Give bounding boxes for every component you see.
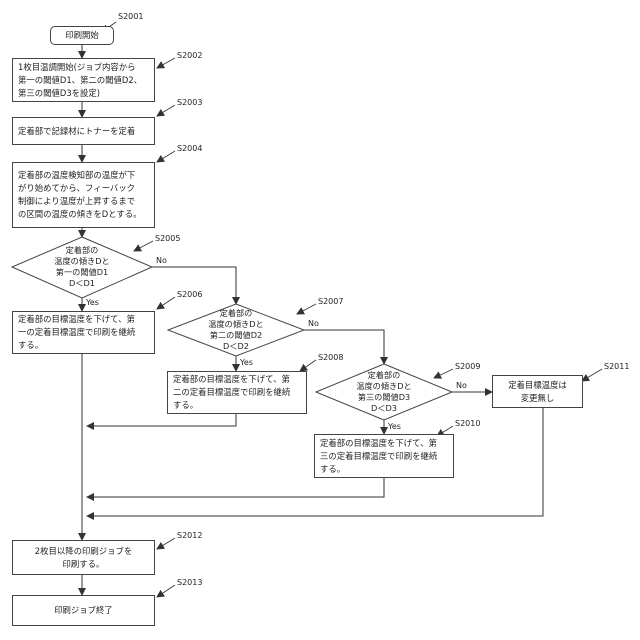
process-s2011-text: 定着目標温度は 変更無し xyxy=(508,379,567,405)
leader-s2008 xyxy=(300,360,316,371)
leader-s2003 xyxy=(157,105,175,116)
process-s2004-text: 定着部の温度検知部の温度が下 がり始めてから、フィーバック 制御により温度が上昇… xyxy=(18,169,141,221)
leader-s2012 xyxy=(157,538,175,549)
step-id-s2010: S2010 xyxy=(455,419,480,428)
process-s2012-text: 2枚目以降の印刷ジョブを 印刷する。 xyxy=(35,545,132,571)
step-id-s2005: S2005 xyxy=(155,234,180,243)
leader-s2009 xyxy=(434,369,453,378)
step-id-s2001: S2001 xyxy=(118,12,143,21)
process-s2012: 2枚目以降の印刷ジョブを 印刷する。 xyxy=(12,540,155,575)
step-id-s2003: S2003 xyxy=(177,98,202,107)
process-s2004: 定着部の温度検知部の温度が下 がり始めてから、フィーバック 制御により温度が上昇… xyxy=(12,162,155,228)
leader-s2013 xyxy=(157,585,175,597)
step-id-s2008: S2008 xyxy=(318,353,343,362)
process-s2008: 定着部の目標温度を下げて、第 二の定着目標温度で印刷を継続 する。 xyxy=(167,371,307,414)
process-s2011: 定着目標温度は 変更無し xyxy=(492,375,583,408)
leader-s2011 xyxy=(582,369,602,381)
step-id-s2002: S2002 xyxy=(177,51,202,60)
connector-s2010-return xyxy=(87,478,384,497)
step-id-s2013: S2013 xyxy=(177,578,202,587)
s2007-yes-label: Yes xyxy=(240,358,253,367)
leader-s2005 xyxy=(134,241,153,251)
step-id-s2006: S2006 xyxy=(177,290,202,299)
decision-s2005-text: 定着部の 温度の傾きDと 第一の閾値D1 D＜D1 xyxy=(32,245,132,289)
connector-s2007-no xyxy=(304,330,384,364)
process-s2002: 1枚目温調開始(ジョブ内容から 第一の閾値D1、第二の閾値D2、 第三の閾値D3… xyxy=(12,58,155,102)
process-s2006: 定着部の目標温度を下げて、第 一の定着目標温度で印刷を継続 する。 xyxy=(12,311,155,354)
leader-s2004 xyxy=(157,151,175,162)
decision-s2009-text: 定着部の 温度の傾きDと 第三の閾値D3 D＜D3 xyxy=(334,370,434,414)
connector-s2008-return xyxy=(87,414,236,426)
process-s2006-text: 定着部の目標温度を下げて、第 一の定着目標温度で印刷を継続 する。 xyxy=(18,313,135,352)
s2007-no-label: No xyxy=(308,319,319,328)
decision-s2007-text: 定着部の 温度の傾きDと 第二の閾値D2 D＜D2 xyxy=(186,308,286,352)
s2009-yes-label: Yes xyxy=(388,422,401,431)
process-s2003-text: 定着部で記録材にトナーを定着 xyxy=(18,125,135,138)
process-s2010: 定着部の目標温度を下げて、第 三の定着目標温度で印刷を継続 する。 xyxy=(314,434,454,478)
s2009-no-label: No xyxy=(456,381,467,390)
start-label: 印刷開始 xyxy=(65,29,99,42)
process-s2002-text: 1枚目温調開始(ジョブ内容から 第一の閾値D1、第二の閾値D2、 第三の閾値D3… xyxy=(18,61,142,100)
process-s2003: 定着部で記録材にトナーを定着 xyxy=(12,117,155,145)
step-id-s2012: S2012 xyxy=(177,531,202,540)
leader-s2007 xyxy=(297,304,316,314)
s2005-yes-label: Yes xyxy=(86,298,99,307)
leader-s2006 xyxy=(157,297,175,309)
step-id-s2007: S2007 xyxy=(318,297,343,306)
step-id-s2004: S2004 xyxy=(177,144,202,153)
s2005-no-label: No xyxy=(156,256,167,265)
step-id-s2009: S2009 xyxy=(455,362,480,371)
end-label: 印刷ジョブ終了 xyxy=(54,604,113,617)
end-box: 印刷ジョブ終了 xyxy=(12,595,155,626)
process-s2008-text: 定着部の目標温度を下げて、第 二の定着目標温度で印刷を継続 する。 xyxy=(173,373,290,412)
process-s2010-text: 定着部の目標温度を下げて、第 三の定着目標温度で印刷を継続 する。 xyxy=(320,437,437,476)
step-id-s2011: S2011 xyxy=(604,362,629,371)
leader-s2002 xyxy=(157,58,175,68)
start-box: 印刷開始 xyxy=(50,26,114,45)
